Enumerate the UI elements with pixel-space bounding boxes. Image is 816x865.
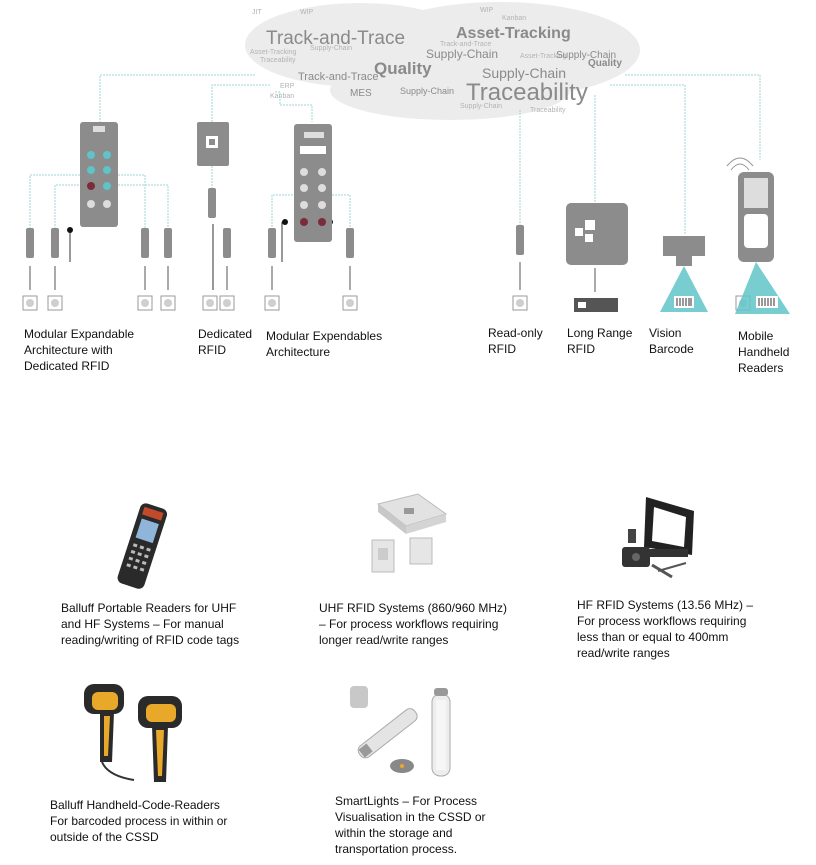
cloud-small-word: JIT xyxy=(252,9,262,16)
cloud-word-asset-tracking: Asset-Tracking xyxy=(456,25,571,42)
cloud-word-small: Supply-Chain xyxy=(426,47,498,61)
caption-handheld-code-readers: Balluff Handheld-Code-Readers For barcod… xyxy=(50,798,228,844)
cloud-small-word: Traceability xyxy=(530,107,566,114)
cloud-small-word: Supply-Chain xyxy=(460,103,502,110)
label-modular-expendables: Modular Expendables Architecture xyxy=(266,329,383,359)
connector-line xyxy=(54,184,85,228)
connector-line xyxy=(275,91,313,122)
label-vision-barcode: Vision Barcode xyxy=(649,326,694,356)
connector-line xyxy=(118,174,146,228)
cloud-small-word: Kanban xyxy=(502,15,526,22)
cloud-word-quality: Quality xyxy=(374,59,432,78)
scanner-2 xyxy=(138,696,182,782)
io-module-device xyxy=(294,124,332,242)
connector-line xyxy=(332,194,351,228)
cloud-word-small: Supply-Chain xyxy=(400,86,454,96)
connector-line xyxy=(271,194,296,228)
mobile-handheld-reader xyxy=(726,157,790,314)
cloud-small-word: Asset-Tracking xyxy=(250,49,297,56)
scanner-1 xyxy=(84,684,135,781)
label-dedicated-rfid: Dedicated RFID xyxy=(198,327,253,357)
rfid-sensor-group xyxy=(26,188,524,258)
cloud-word-small: MES xyxy=(350,88,372,99)
cloud-small-word: WIP xyxy=(300,9,314,16)
rfid-tags xyxy=(22,295,751,311)
connector-line xyxy=(211,84,270,122)
caption-hf-rfid: HF RFID Systems (13.56 MHz) – For proces… xyxy=(577,598,754,660)
connector-line xyxy=(610,84,686,235)
cloud-word-small: Supply-Chain xyxy=(556,50,616,61)
connector-line xyxy=(99,74,255,122)
long-range-antenna xyxy=(566,203,628,312)
cloud-small-word: Supply-Chain xyxy=(310,45,352,52)
cloud-small-word: WIP xyxy=(480,7,494,14)
label-modular-expandable: Modular Expandable Architecture with Ded… xyxy=(24,327,135,373)
vision-barcode-camera xyxy=(660,236,708,312)
caption-uhf-rfid: UHF RFID Systems (860/960 MHz) – For pro… xyxy=(319,601,508,647)
caption-smartlights: SmartLights – For Process Visualisation … xyxy=(335,794,486,856)
label-long-range-rfid: Long Range RFID xyxy=(567,326,633,356)
cloud-small-word: Asset-Tracking xyxy=(520,53,567,60)
connector-line xyxy=(118,184,169,228)
hf-antenna-image xyxy=(622,497,694,579)
keyword-cloud: JIT WIP WIP Kanban Asset-Tracking Supply… xyxy=(245,2,640,120)
cloud-word-supply-chain: Supply-Chain xyxy=(482,65,566,81)
uhf-antenna-image xyxy=(371,493,448,573)
connector-line xyxy=(625,74,761,160)
caption-portable-readers: Balluff Portable Readers for UHF and HF … xyxy=(61,601,240,647)
cloud-word-traceability: Traceability xyxy=(466,79,588,106)
read-arrows xyxy=(29,262,596,292)
architecture-diagram xyxy=(22,74,790,314)
cloud-small-word: Kanban xyxy=(270,93,294,100)
cloud-word-small: Track-and-Trace xyxy=(298,71,378,83)
io-module-device xyxy=(80,122,118,227)
handheld-code-readers-image xyxy=(84,684,182,782)
cloud-small-word: Traceability xyxy=(260,57,296,64)
cloud-word-small: Quality xyxy=(588,58,622,69)
smartlights-image xyxy=(350,686,451,777)
cloud-small-word: Track-and-Trace xyxy=(440,41,491,48)
portable-reader-image xyxy=(117,503,168,589)
label-mobile-handheld: Mobile Handheld Readers xyxy=(738,329,790,375)
cloud-word-track-and-trace: Track-and-Trace xyxy=(266,28,405,49)
rfid-controller-device xyxy=(197,122,229,166)
connector-line xyxy=(29,174,80,228)
cloud-small-word: ERP xyxy=(280,83,295,90)
label-read-only-rfid: Read-only RFID xyxy=(488,326,543,356)
